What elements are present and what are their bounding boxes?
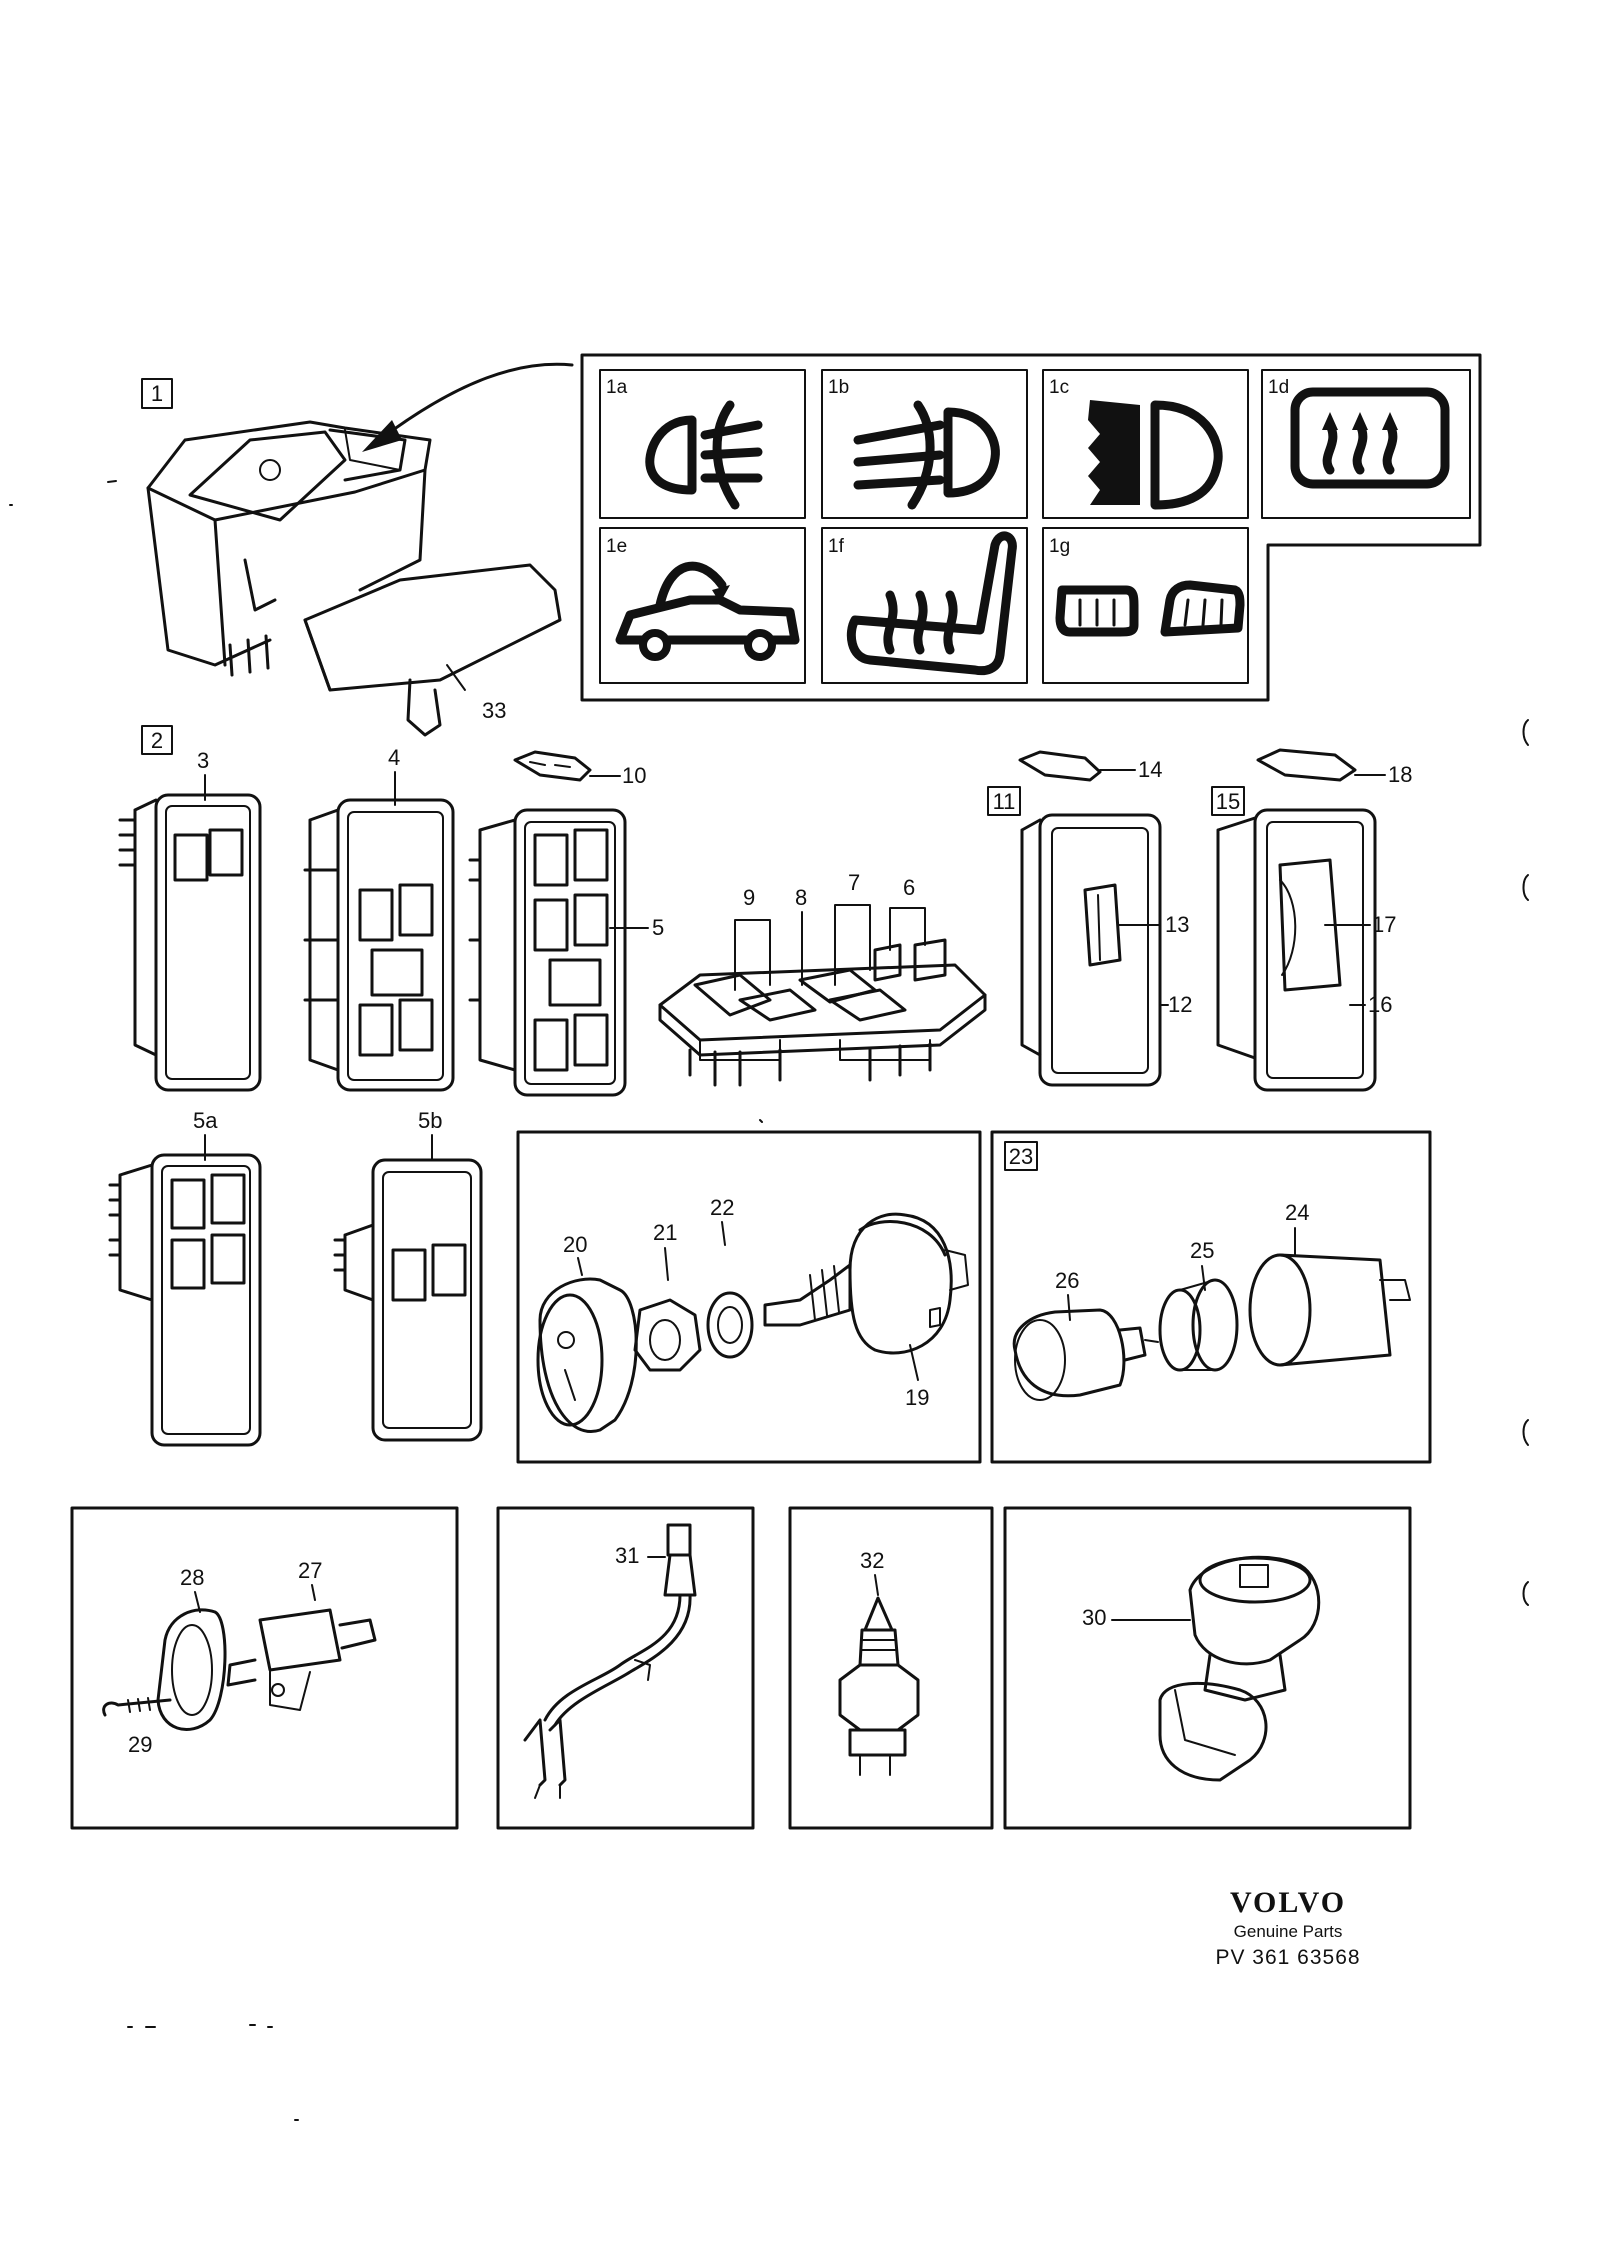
callout-27: 27 [298,1558,322,1583]
group-label-1: 1 [151,381,163,406]
symbol-panel: 1a 1b 1c 1d 1e 1f 1g [580,353,1482,702]
callout-33: 33 [482,698,506,723]
group-label-23: 23 [1009,1144,1033,1169]
switch-panel-part-5: 5 [468,808,664,1097]
switch-housing-parts-15-17: 17 16 [1216,808,1396,1092]
cigarette-lighter-box-parts-23-26: 23 24 25 26 [990,1130,1432,1464]
sensor-box-part-32: 32 [788,1506,994,1830]
callout-7: 7 [848,870,860,895]
part-number: PV 361 63568 [1215,1946,1361,1969]
switch-panel-part-4: 4 [303,745,455,1092]
group-label-box-1 [141,378,173,409]
group-label-2: 2 [151,728,163,753]
callout-3: 3 [197,748,209,773]
callout-30: 30 [1082,1605,1106,1630]
volvo-branding: VOLVO Genuine Parts PV 361 63568 [1188,1886,1388,1970]
callout-13: 13 [1165,912,1189,937]
callout-10: 10 [622,763,646,788]
group-label-box-15 [1211,786,1245,816]
callout-32: 32 [860,1548,884,1573]
cell-label-1b: 1b [828,377,849,398]
callout-5a: 5a [193,1108,218,1133]
clip-part-10: 10 [513,750,646,788]
callout-21: 21 [653,1220,677,1245]
callout-14: 14 [1138,757,1162,782]
sensor-box-part-31: 31 [496,1506,755,1830]
switch-housing-parts-11-13: 13 12 [1020,813,1192,1087]
switch-box-part-30: 30 [1003,1506,1412,1830]
callout-8: 8 [795,885,807,910]
callout-6: 6 [903,875,915,900]
callout-25: 25 [1190,1238,1214,1263]
cell-label-1e: 1e [606,536,627,557]
seat-heater-icon [846,531,1017,676]
callout-4: 4 [388,745,400,770]
callout-19: 19 [905,1385,929,1410]
callout-31: 31 [615,1543,639,1568]
brand-subtitle: Genuine Parts [1233,1922,1343,1941]
rotary-switch-box-parts-19-22: 20 21 22 19 [516,1130,982,1464]
cell-label-1a: 1a [606,377,628,398]
headlight-icon [1088,400,1223,510]
group-label-box-23 [1004,1141,1038,1171]
arrow-head [362,420,402,452]
pointer-arrow [380,362,574,440]
cell-label-1c: 1c [1049,377,1069,398]
rear-fog-light-icon [645,400,763,510]
callout-5: 5 [652,915,664,940]
callout-16: 16 [1368,992,1392,1017]
window-defrost-icon [1055,580,1245,637]
switch-panel-part-5b: 5b [333,1108,483,1442]
convertible-roof-icon [615,561,800,661]
callout-9: 9 [743,885,755,910]
switch-panel-part-3: 3 [118,748,262,1092]
cover-part-33: 33 [303,563,562,737]
callout-24: 24 [1285,1200,1309,1225]
callout-28: 28 [180,1565,204,1590]
callout-26: 26 [1055,1268,1079,1293]
group-label-box-2 [141,725,173,755]
callout-20: 20 [563,1232,587,1257]
callout-5b: 5b [418,1108,442,1133]
group-label-box-11 [987,786,1021,816]
rocker-switch-part-1: 1 [9,378,432,677]
callout-17: 17 [1372,912,1396,937]
switch-block-parts-6-9: 9 8 7 6 [658,870,987,1123]
front-fog-light-icon [853,400,1000,510]
group-label-11: 11 [993,789,1016,814]
brand-name: VOLVO [1229,1886,1347,1919]
cell-label-1f: 1f [828,536,845,557]
group-label-15: 15 [1216,789,1240,814]
callout-12: 12 [1168,992,1192,1017]
switch-panel-part-5a: 5a [108,1108,262,1447]
callout-18: 18 [1388,762,1412,787]
callout-29: 29 [128,1732,152,1757]
door-switch-box-parts-27-29: 28 27 29 [70,1506,459,1830]
clip-part-14: 14 [1018,750,1162,782]
cell-label-1d: 1d [1268,377,1289,398]
callout-22: 22 [710,1195,734,1220]
rear-window-defrost-icon [1290,387,1450,489]
cell-label-1g: 1g [1049,536,1070,557]
clip-part-18: 18 [1256,748,1412,787]
